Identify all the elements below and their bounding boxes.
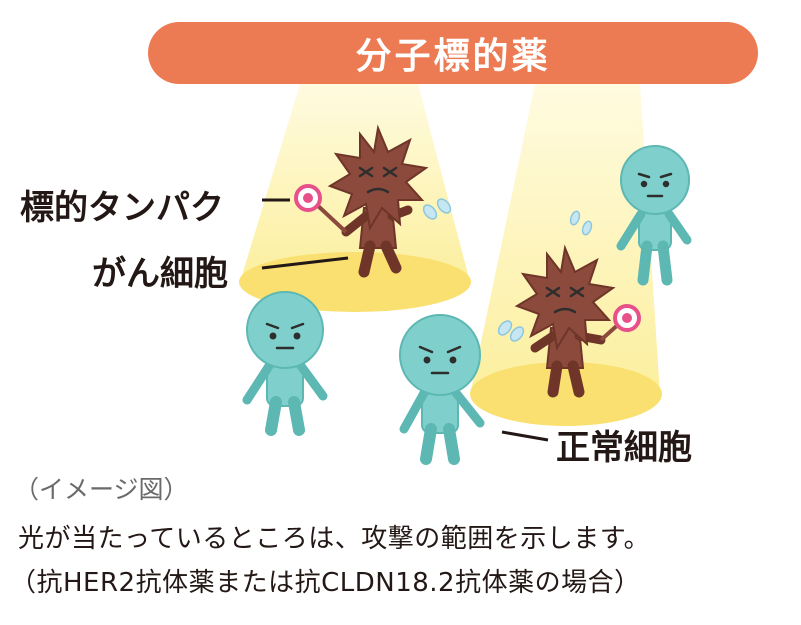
normal-cell-icon xyxy=(616,145,692,286)
cancer-cell-icon xyxy=(497,210,641,398)
title-banner: 分子標的薬 xyxy=(148,22,758,84)
leader-line-cancer-cell xyxy=(261,256,349,270)
spotlight-right xyxy=(470,84,662,426)
target-protein-label: 標的タンパク xyxy=(20,188,224,228)
description-line-2: （抗HER2抗体薬または抗CLDN18.2抗体薬の場合） xyxy=(10,568,641,598)
page-title: 分子標的薬 xyxy=(355,36,551,77)
cancer-cell-icon xyxy=(294,124,452,278)
cancer-cell-label: がん細胞 xyxy=(92,254,228,294)
normal-cell-icon xyxy=(242,291,328,436)
image-caption: （イメージ図） xyxy=(14,475,189,504)
normal-cell-label: 正常細胞 xyxy=(556,428,692,468)
description-line-1: 光が当たっているところは、攻撃の範囲を示します。 xyxy=(18,524,651,554)
normal-cell-icon xyxy=(399,314,485,465)
leader-line-normal-cell xyxy=(501,430,549,442)
